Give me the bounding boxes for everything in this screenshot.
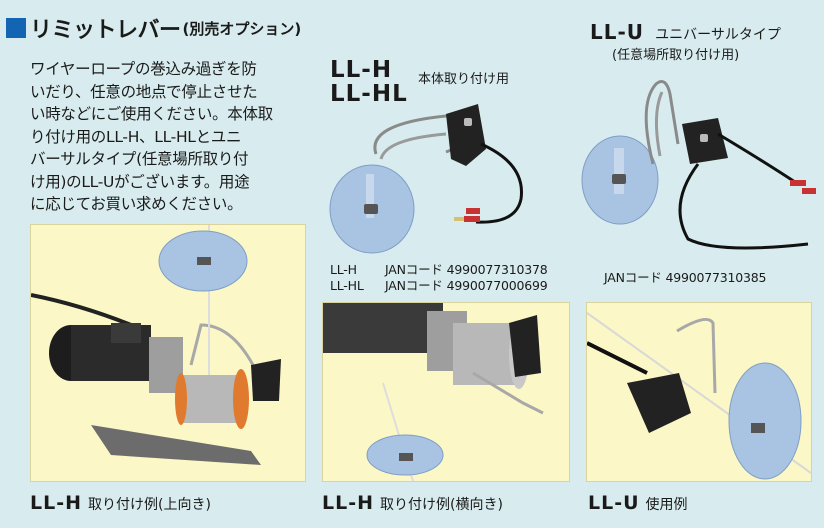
caption-model: LL-H — [322, 492, 375, 514]
jan-code: 4990077000699 — [446, 278, 548, 293]
title-main: リミットレバー — [30, 18, 181, 43]
caption-ll-u-use: LL-U 使用例 — [588, 492, 688, 514]
jan-row: LL-HL JANコード 4990077000699 — [330, 278, 548, 294]
title-sub: (別売オプション) — [182, 19, 302, 38]
usage-ll-u: (任意場所取り付け用) — [612, 48, 740, 63]
description-line: け用)のLL-Uがございます。用途 — [30, 172, 250, 191]
description-line: に応じてお買い求めください。 — [30, 195, 243, 213]
jan-row: LL-H JANコード 4990077310378 — [330, 262, 548, 278]
jan-label: JANコード — [604, 270, 662, 285]
photo-ll-h-up — [30, 224, 306, 482]
photo-ll-h-side — [322, 302, 570, 482]
jan-ll-u: JANコード 4990077310385 — [604, 270, 766, 286]
jan-code: 4990077310385 — [665, 270, 767, 285]
jan-table-ll-h: LL-H JANコード 4990077310378 LL-HL JANコード 4… — [330, 262, 548, 294]
caption-model: LL-H — [30, 492, 83, 514]
caption-text: 取り付け例(横向き) — [380, 497, 503, 513]
jan-code: 4990077310378 — [446, 262, 548, 277]
caption-ll-h-side: LL-H 取り付け例(横向き) — [322, 492, 503, 514]
jan-label: JANコード — [385, 262, 443, 277]
caption-ll-h-up: LL-H 取り付け例(上向き) — [30, 492, 211, 514]
caption-text: 取り付け例(上向き) — [88, 497, 211, 513]
description-line: バーサルタイプ(任意場所取り付 — [30, 150, 249, 168]
jan-model: LL-H — [330, 262, 357, 277]
caption-text: 使用例 — [645, 497, 688, 513]
model-ll-u: LL-U — [590, 20, 645, 44]
title-marker — [6, 18, 26, 38]
type-ll-u: ユニバーサルタイプ — [655, 27, 781, 43]
product-image-ll-h — [326, 104, 556, 254]
caption-model: LL-U — [588, 492, 640, 514]
description-line: ワイヤーロープの巻込み過ぎを防 — [30, 60, 257, 78]
product-image-ll-u — [578, 64, 818, 264]
section-title: リミットレバー (別売オプション) — [6, 12, 301, 44]
description-line: いだり、任意の地点で停止させた — [30, 82, 258, 101]
jan-model: LL-HL — [330, 278, 364, 293]
model-ll-h: LL-H — [330, 57, 393, 83]
model-ll-hl: LL-HL — [330, 81, 408, 107]
description-line: り付け用のLL-H、LL-HLとユニ — [30, 127, 242, 146]
description: ワイヤーロープの巻込み過ぎを防 いだり、任意の地点で停止させた い時などにご使用… — [30, 58, 312, 216]
photo-ll-u-use — [586, 302, 812, 482]
header-ll-u: LL-U ユニバーサルタイプ — [590, 20, 781, 44]
usage-ll-h: 本体取り付け用 — [418, 72, 510, 87]
description-line: い時などにご使用ください。本体取 — [30, 105, 273, 123]
jan-label: JANコード — [385, 278, 443, 293]
